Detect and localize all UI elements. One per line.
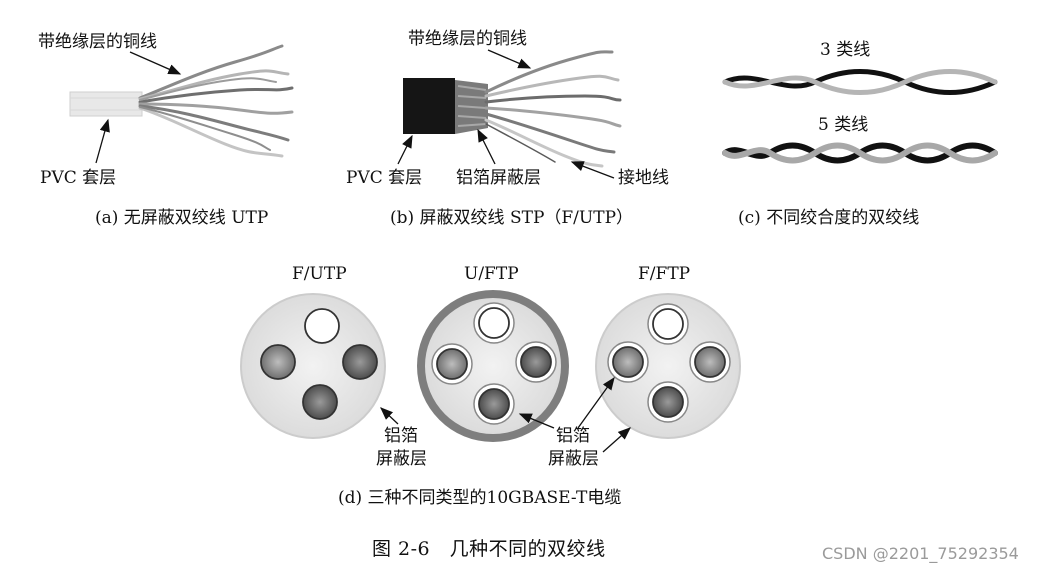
f-utp-conductor-left <box>260 344 296 380</box>
u-ftp-foil-arrow <box>518 413 555 429</box>
cat5-twisted-pair <box>722 142 998 164</box>
u-ftp-conductor-white <box>478 307 510 339</box>
figure-caption: 图 2-6 几种不同的双绞线 <box>372 538 606 560</box>
f-utp-conductor-right <box>342 344 378 380</box>
panel-c-caption: (c) 不同绞合度的双绞线 <box>738 208 920 228</box>
stp-jacket <box>403 78 455 134</box>
u-ftp-conductor-left <box>436 348 468 380</box>
f-ftp-title: F/FTP <box>638 264 691 284</box>
utp-wires <box>138 44 294 158</box>
f-ftp-conductor-bottom <box>652 386 684 418</box>
stp-ground-label: 接地线 <box>618 168 669 188</box>
u-ftp-title: U/FTP <box>464 264 519 284</box>
stp-wire-arrow <box>487 49 532 69</box>
shield-foil-label-line1: 铝箔 <box>556 426 590 446</box>
f-utp-conductor-bottom <box>302 384 338 420</box>
f-ftp-foil-arrow-inner <box>577 376 615 429</box>
panel-b-caption: (b) 屏蔽双绞线 STP（F/UTP） <box>390 208 634 228</box>
stp-foil-label: 铝箔屏蔽层 <box>456 168 541 188</box>
stp-jacket-label: PVC 套层 <box>346 168 423 188</box>
utp-jacket <box>69 91 143 117</box>
f-utp-disk <box>240 293 386 439</box>
stp-ground-arrow <box>570 161 615 179</box>
shield-foil-label-line2: 屏蔽层 <box>548 449 599 469</box>
utp-jacket-arrow <box>95 118 110 164</box>
f-ftp-conductor-white <box>652 308 684 340</box>
u-ftp-conductor-bottom <box>478 388 510 420</box>
cat3-twisted-pair <box>722 69 998 95</box>
f-ftp-foil-arrow-outer <box>602 427 631 453</box>
stp-jacket-arrow <box>397 134 413 165</box>
utp-wire-label: 带绝缘层的铜线 <box>38 32 157 52</box>
utp-jacket-label: PVC 套层 <box>40 168 117 188</box>
utp-cable <box>69 44 294 158</box>
stp-wire-label: 带绝缘层的铜线 <box>408 29 527 49</box>
stp-wires <box>484 50 622 168</box>
f-ftp-disk <box>595 293 741 439</box>
f-utp-foil-label-line2: 屏蔽层 <box>376 449 427 469</box>
f-utp-conductor-white <box>304 308 340 344</box>
panel-d-caption: (d) 三种不同类型的10GBASE-T电缆 <box>338 488 622 508</box>
f-ftp-conductor-left <box>612 346 644 378</box>
u-ftp-cross-section <box>417 290 569 442</box>
stp-cable <box>403 50 622 168</box>
cat5-label: 5 类线 <box>818 115 869 135</box>
f-ftp-cross-section <box>595 293 741 439</box>
utp-wire-arrow <box>129 51 182 75</box>
stp-foil-arrow <box>477 128 496 165</box>
watermark: CSDN @2201_75292354 <box>822 544 1019 563</box>
f-utp-foil-arrow <box>380 407 399 425</box>
f-utp-title: F/UTP <box>292 264 347 284</box>
f-utp-cross-section <box>240 293 386 439</box>
f-utp-foil-label-line1: 铝箔 <box>384 426 418 446</box>
f-ftp-conductor-right <box>694 346 726 378</box>
u-ftp-disk <box>425 298 561 434</box>
u-ftp-conductor-right <box>520 346 552 378</box>
panel-a-caption: (a) 无屏蔽双绞线 UTP <box>95 208 269 228</box>
cat3-label: 3 类线 <box>820 40 871 60</box>
